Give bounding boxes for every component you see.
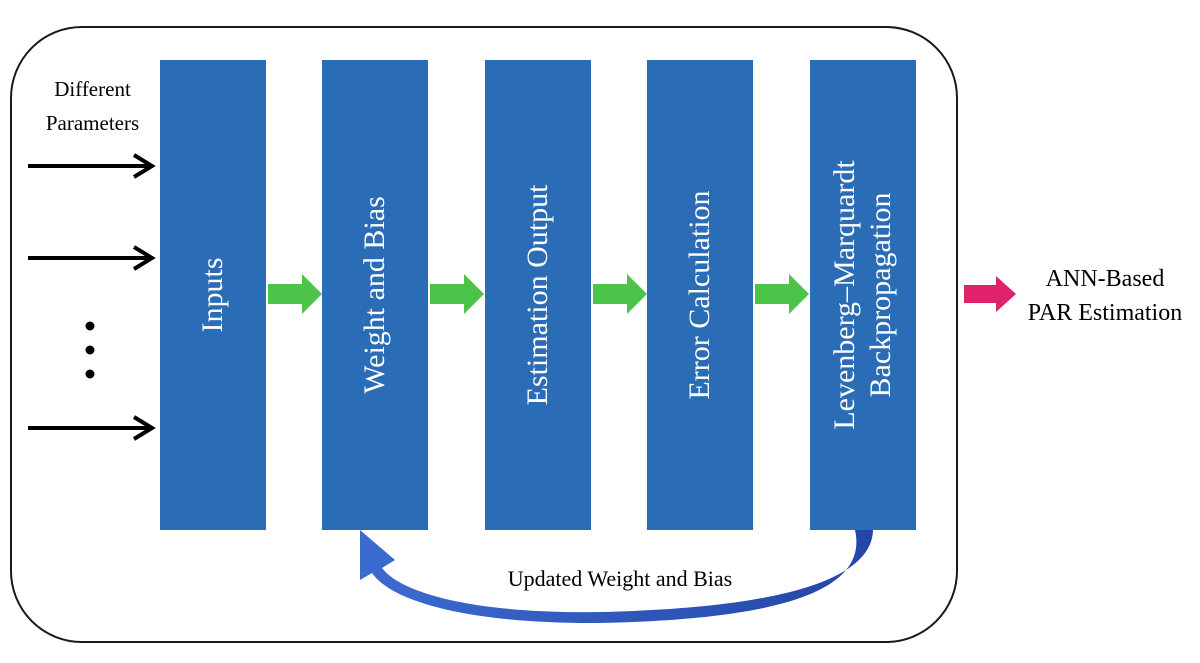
weight-and-bias-block: Weight and Bias: [322, 60, 428, 530]
flow-arrow-3: [593, 274, 647, 314]
flow-arrow-4: [755, 274, 809, 314]
vertical-ellipsis-icon: [85, 321, 95, 379]
inputs-block-label: Inputs: [196, 257, 229, 333]
input-label-line2: Parameters: [45, 111, 140, 135]
output-label-line2: PAR Estimation: [1027, 300, 1183, 326]
output-arrow: [964, 276, 1016, 312]
input-arrow-1: [28, 153, 156, 179]
input-arrow-3: [28, 415, 156, 441]
error-calculation-block-label: Error Calculation: [683, 190, 716, 400]
feedback-label: Updated Weight and Bias: [507, 566, 733, 591]
input-label: Different Parameters: [30, 72, 155, 140]
levenberg-marquardt-block-label-line2: Backpropagation: [864, 192, 897, 398]
input-label-line1: Different: [54, 77, 131, 101]
output-label-line1: ANN-Based: [1045, 266, 1165, 292]
levenberg-marquardt-block: Levenberg–Marquardt Backpropagation: [810, 60, 916, 530]
levenberg-marquardt-block-label-line1: Levenberg–Marquardt: [828, 160, 861, 430]
output-label: ANN-Based PAR Estimation: [1010, 262, 1200, 330]
flow-arrow-2: [430, 274, 484, 314]
inputs-block: Inputs: [160, 60, 266, 530]
error-calculation-block: Error Calculation: [647, 60, 753, 530]
process-frame: [10, 26, 958, 643]
estimation-output-block: Estimation Output: [485, 60, 591, 530]
flow-arrow-1: [268, 274, 322, 314]
input-arrow-2: [28, 245, 156, 271]
estimation-output-block-label: Estimation Output: [521, 184, 554, 406]
weight-and-bias-block-label: Weight and Bias: [358, 196, 391, 394]
